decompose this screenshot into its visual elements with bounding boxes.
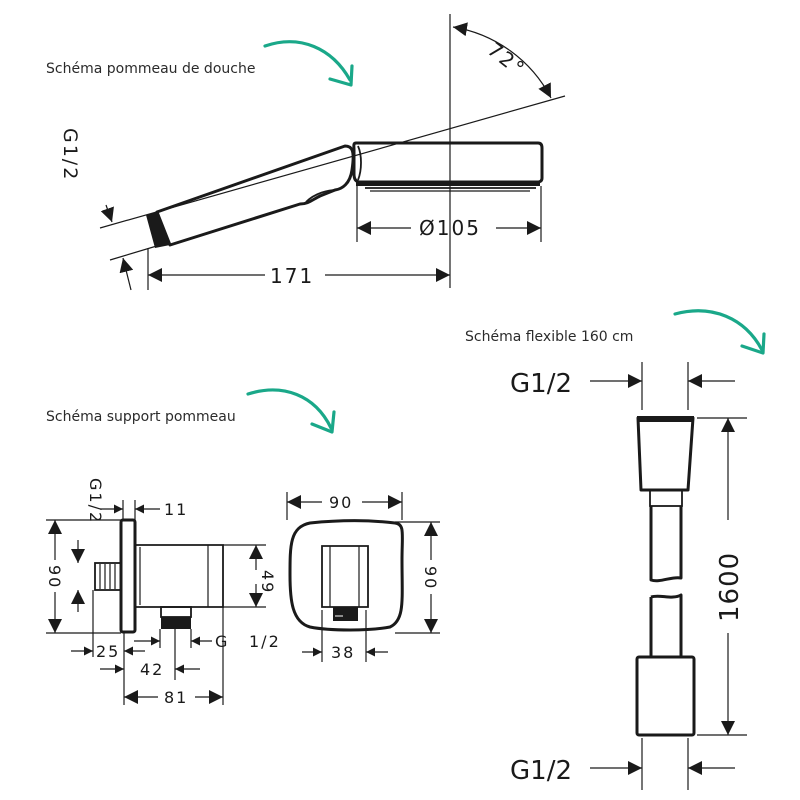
holder-side-view <box>94 518 224 634</box>
teal-arrow-icon <box>673 309 766 355</box>
holder-front-view <box>288 519 404 632</box>
holder-height-label: 90 <box>45 565 64 589</box>
length-label: 171 <box>270 264 314 288</box>
hose-caption: Schéma flexible 160 cm <box>465 329 633 345</box>
shower-thread-label: G1/2 <box>59 128 81 181</box>
hose-section: Schéma flexible 160 cm G1/2 G1/2 <box>465 309 766 790</box>
holder-caption: Schéma support pommeau <box>46 409 236 425</box>
outlet-g-label: G <box>215 632 229 651</box>
d25-label: 25 <box>96 642 120 661</box>
axis-line <box>99 95 566 229</box>
hose-length-label: 1600 <box>715 552 745 622</box>
teal-arrow-icon <box>246 388 336 434</box>
d42-label: 42 <box>140 660 164 679</box>
hose-thread-bottom-label: G1/2 <box>510 756 572 786</box>
diameter-label: Ø105 <box>419 216 481 240</box>
flange-label: 11 <box>164 500 188 519</box>
depth-label: 81 <box>164 688 188 707</box>
shower-head-caption: Schéma pommeau de douche <box>46 61 255 77</box>
front-inner-label: 38 <box>331 643 355 662</box>
holder-section: Schéma support pommeau G1/2 11 <box>45 388 440 707</box>
outlet-half-label: 1/2 <box>249 632 281 651</box>
angle-arc <box>452 22 552 99</box>
angle-label: 72° <box>483 37 530 81</box>
holder-thread-label: G1/2 <box>86 478 105 524</box>
teal-arrow-icon <box>263 40 354 87</box>
front-width-label: 90 <box>329 493 353 512</box>
shower-head-section: Schéma pommeau de douche 72° G1/2 <box>46 14 566 291</box>
hose-drawing <box>635 416 696 737</box>
hose-thread-top-label: G1/2 <box>510 369 572 399</box>
shower-head-body <box>352 141 544 192</box>
front-height-label: 90 <box>421 566 440 590</box>
body-height-label: 49 <box>258 570 277 594</box>
shower-handle <box>146 144 355 248</box>
